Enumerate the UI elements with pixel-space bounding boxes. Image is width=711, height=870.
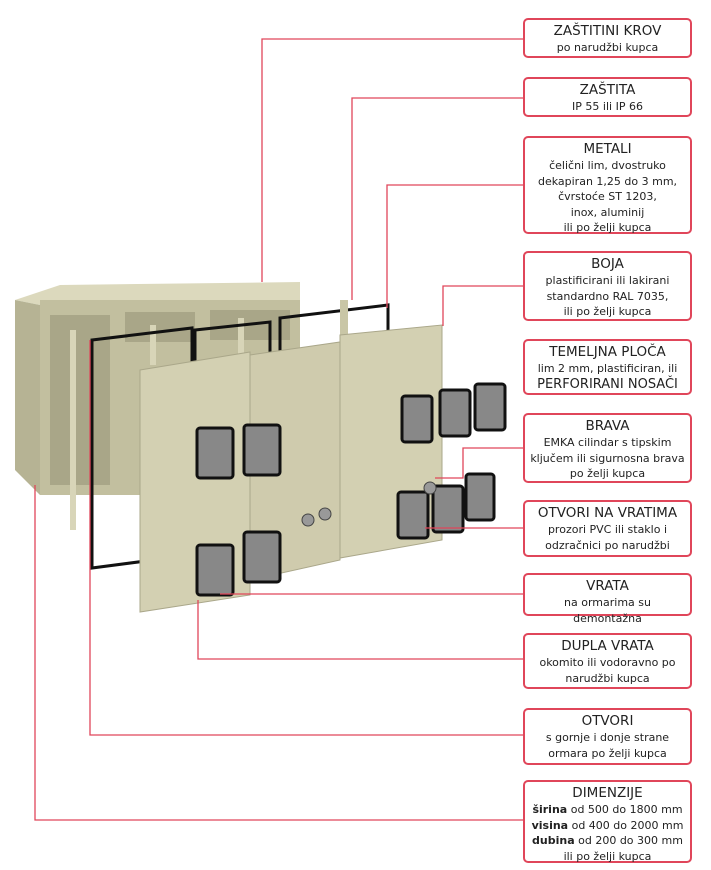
callout-text: lim 2 mm, plastificiran, ili [537,362,678,375]
callout-text: odzračnici po narudžbi [545,538,670,552]
callout-title: BOJA [591,256,624,272]
callout-text: ili po želji kupca [563,305,652,318]
callout-text: EMKA cilindar s tipskim [543,436,672,449]
dimension-depth: dubina od 200 do 300 mm [532,834,683,847]
callout-text: standardno RAL 7035, [546,289,669,303]
callout-door-openings: OTVORI NA VRATIMA prozori PVC ili staklo… [523,500,692,557]
locks [301,481,437,527]
callout-text: čvrstoće ST 1203, [558,190,657,203]
callout-text: dekapiran 1,25 do 3 mm, [537,174,678,188]
dimension-width: širina od 500 do 1800 mm [532,803,683,816]
callout-dimensions: DIMENZIJE širina od 500 do 1800 mm visin… [523,780,692,863]
callout-title: BRAVA [585,418,630,434]
callout-text: okomito ili vodoravno po [539,656,676,669]
callout-title: TEMELJNA PLOČA [549,344,666,360]
doors [139,324,443,613]
callout-title: DUPLA VRATA [561,638,654,654]
callout-paint: BOJA plastificirani ili lakirani standar… [523,251,692,321]
callout-text: s gornje i donje strane [545,731,670,744]
callout-text: IP 55 ili IP 66 [572,100,643,113]
callout-double-doors: DUPLA VRATA okomito ili vodoravno po nar… [523,633,692,689]
callout-metals: METALI čelični lim, dvostruko dekapiran … [523,136,692,234]
callout-title: VRATA [586,578,629,594]
callout-protective-roof: ZAŠTITINI KROV po narudžbi kupca [523,18,692,58]
callout-protection: ZAŠTITA IP 55 ili IP 66 [523,77,692,117]
callout-text: ključem ili sigurnosna brava [530,451,685,465]
callout-text: narudžbi kupca [565,671,650,685]
dimension-height: visina od 400 do 2000 mm [531,818,684,832]
callout-text: inox, aluminij [570,205,645,219]
callout-text: plastificirani ili lakirani [545,274,670,287]
callout-text: čelični lim, dvostruko [549,159,666,172]
callout-text: ili po želji kupca [563,849,652,863]
callout-text: ili po želji kupca [563,221,652,234]
callout-text: po narudžbi kupca [556,41,659,54]
callout-openings: OTVORI s gornje i donje strane ormara po… [523,708,692,765]
callout-title: DIMENZIJE [572,785,643,801]
callout-base-plate: TEMELJNA PLOČA lim 2 mm, plastificiran, … [523,339,692,395]
leader-lines [34,38,523,821]
callout-lock: BRAVA EMKA cilindar s tipskim ključem il… [523,413,692,483]
callout-text: PERFORIRANI NOSAČI [537,376,678,392]
callout-doors: VRATA na ormarima su demontažna [523,573,692,625]
callout-title: ZAŠTITA [579,82,636,98]
callout-text: prozori PVC ili staklo i [547,523,668,536]
callout-title: OTVORI [581,713,634,729]
callout-text: po želji kupca [569,467,646,480]
callout-title: METALI [583,141,632,157]
door-windows [195,382,507,597]
callout-text: na ormarima su demontažna [564,596,651,625]
callout-title: OTVORI NA VRATIMA [537,505,678,521]
callout-title: ZAŠTITINI KROV [553,23,662,39]
callout-text: ormara po želji kupca [548,746,667,760]
